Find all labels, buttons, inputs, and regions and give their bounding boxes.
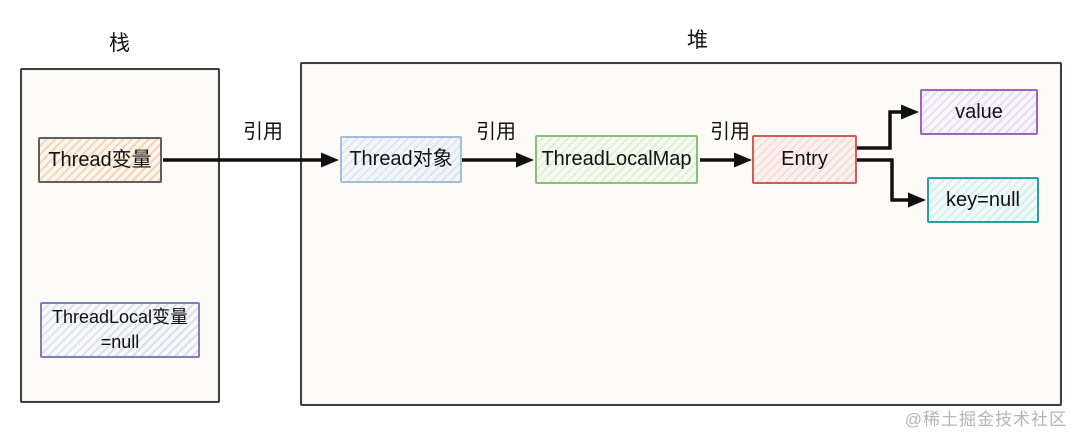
node-threadlocal-variable-null: ThreadLocal变量 =null bbox=[40, 302, 200, 358]
node-key-null: key=null bbox=[927, 177, 1039, 223]
node-value: value bbox=[920, 89, 1038, 135]
node-entry: Entry bbox=[752, 135, 857, 184]
reference-label-1: 引用 bbox=[243, 121, 283, 143]
heap-region-title: 堆 bbox=[687, 29, 709, 52]
node-threadlocalmap: ThreadLocalMap bbox=[535, 135, 698, 184]
reference-label-2: 引用 bbox=[476, 121, 516, 143]
watermark-text: @稀土掘金技术社区 bbox=[904, 410, 1067, 429]
node-thread-variable: Thread变量 bbox=[38, 137, 162, 183]
reference-label-3: 引用 bbox=[710, 121, 750, 143]
stack-region-title: 栈 bbox=[109, 32, 131, 55]
node-thread-object: Thread对象 bbox=[340, 136, 462, 183]
